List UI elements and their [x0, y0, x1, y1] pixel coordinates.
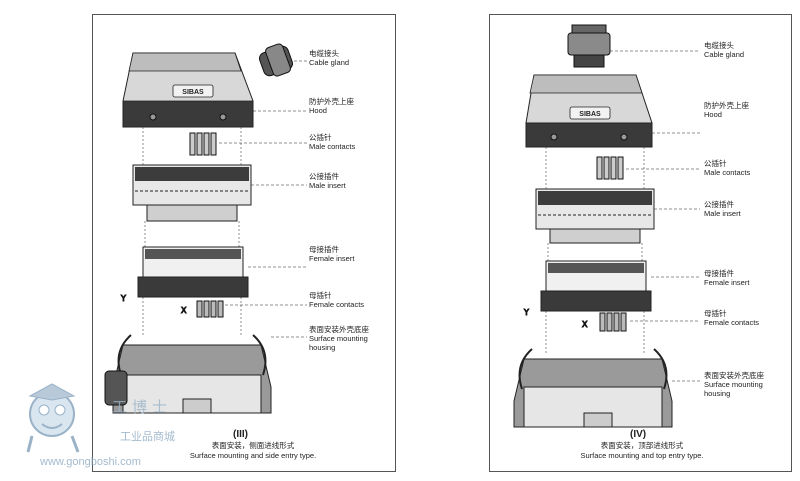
- figure-number-iii: (III): [233, 429, 248, 440]
- surface-housing-drawing: [513, 348, 673, 428]
- figure-number-iv: (IV): [630, 429, 647, 440]
- watermark-url: www.gongboshi.com: [40, 456, 141, 468]
- svg-text:Y: Y: [120, 294, 126, 303]
- surface-housing-drawing: [104, 334, 272, 414]
- male-insert-drawing: [535, 188, 655, 244]
- female-contacts-drawing: X Y: [523, 308, 627, 332]
- assembly-drawing-iv: SIBAS X: [513, 24, 700, 428]
- watermark-shop-text: 工业品商城: [120, 430, 175, 443]
- diagram-panel-iv: SIBAS X: [489, 14, 792, 472]
- cable-gland-drawing: [567, 24, 611, 68]
- diagram-panel-iii: SIBAS: [92, 14, 396, 472]
- hood-logo: SIBAS: [579, 111, 601, 118]
- male-contacts-drawing: [189, 132, 217, 156]
- svg-text:X: X: [582, 320, 588, 329]
- svg-text:Y: Y: [523, 308, 529, 317]
- caption-iv: 表面安装，顶部进线形式 Surface mounting and top ent…: [580, 441, 704, 460]
- cable-gland-drawing: [258, 43, 294, 77]
- male-insert-drawing: [132, 164, 252, 222]
- hood-logo: SIBAS: [182, 89, 204, 96]
- hood-drawing: SIBAS: [525, 74, 653, 148]
- watermark-brand: 工博士: [112, 398, 173, 416]
- svg-text:X: X: [181, 306, 187, 315]
- assembly-drawing-iii: SIBAS: [104, 43, 307, 414]
- male-contacts-drawing: [596, 156, 624, 180]
- caption-iii: 表面安装，侧面进线形式 Surface mounting and side en…: [189, 441, 317, 460]
- hood-drawing: SIBAS: [122, 52, 254, 128]
- female-contacts-drawing: X Y: [120, 294, 224, 318]
- female-insert-drawing: [137, 246, 249, 298]
- female-insert-drawing: [540, 260, 652, 312]
